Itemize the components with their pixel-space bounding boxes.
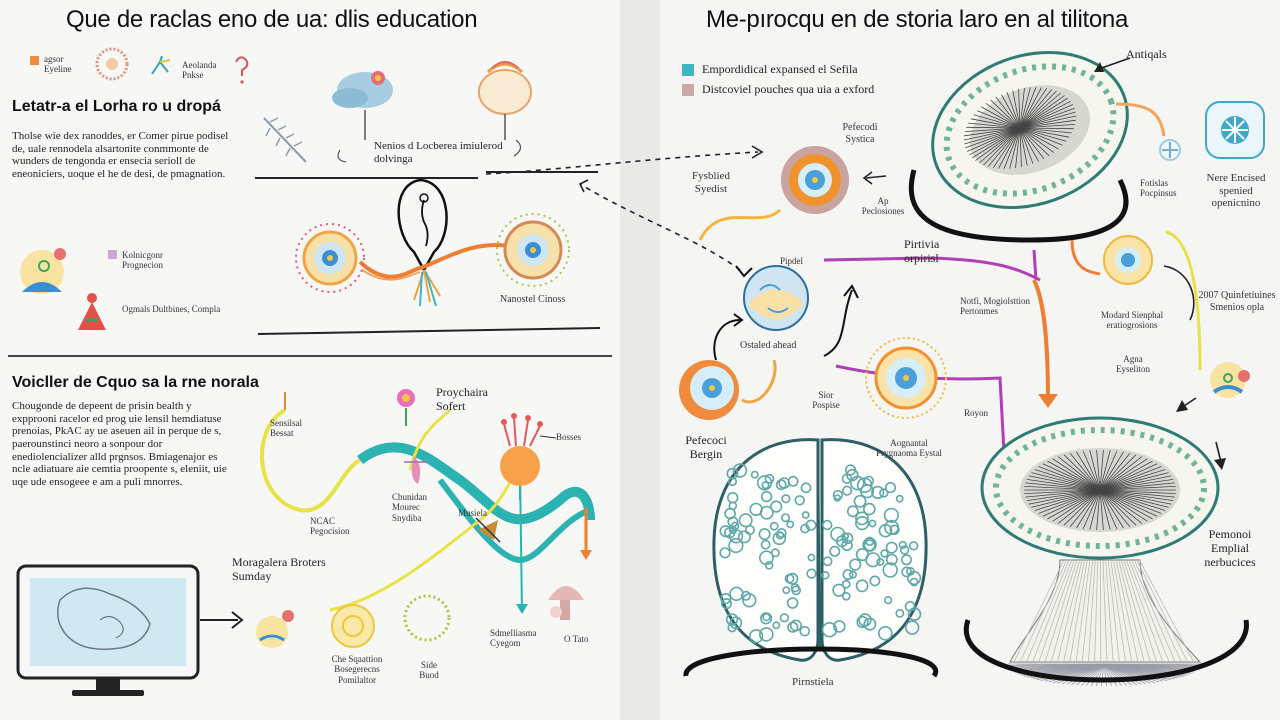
- legend-mauve-swatch: [682, 84, 694, 96]
- sun-cell-icon: [865, 337, 947, 419]
- label-side-buod: Side Buod: [419, 660, 439, 681]
- pipdel-cell-icon: [743, 265, 809, 331]
- legend-mauve-label: Distcoviel pouches qua uia a exford: [702, 82, 875, 96]
- right-cell-icon: [496, 213, 570, 287]
- left-cell-icon: [295, 223, 365, 293]
- center-label-nanostel: Nanostel Cinoss: [500, 294, 566, 305]
- radial-tree-bottom: [980, 416, 1220, 663]
- section1-body: Tholse wie dex ranoddes, er Comer pirue …: [12, 130, 229, 180]
- label-moragalera: Moragalera Broters Sumday: [232, 555, 326, 583]
- flower-icon: [397, 389, 415, 426]
- label-bosses: Bosses: [556, 432, 582, 442]
- teal-connector: [357, 442, 595, 525]
- label-pefecoci: Pefecoci Bergin: [685, 433, 727, 461]
- label-ap-peclosiones: Ap Peclosiones: [861, 196, 905, 217]
- orange-cell-icon: [679, 360, 739, 420]
- label-modard: Modard Sienphal eratiogrosions: [1100, 310, 1164, 331]
- label-pefecodi: Pefecodi Systica: [842, 122, 878, 145]
- orange-square-icon: [30, 56, 39, 65]
- brain-bulb-icon: [478, 61, 532, 140]
- label-sdmelliasma: Sdmelliasma Cyegom: [490, 628, 537, 649]
- legend-aeolanda-label: Aeolanda Pnkse: [182, 60, 217, 81]
- section2-body: Chougonde de depeent de prisin bealth y …: [12, 400, 227, 488]
- cloud-icon: [332, 71, 393, 140]
- seed-pod-icon: [404, 456, 428, 484]
- label-royon: Royon: [964, 408, 989, 418]
- moth-icon: [475, 517, 501, 543]
- dashed-arrow-middle: [579, 183, 741, 271]
- label-che-sqaattion: Che Sqaattion Bosegerecns Pomilaltor: [331, 654, 383, 685]
- sun-leaf-icon: [256, 610, 294, 648]
- label-antiqals: Antiqals: [1126, 47, 1167, 61]
- label-ostaled: Ostaled ahead: [740, 340, 797, 351]
- snowflake-box-icon: [1205, 101, 1265, 159]
- right-title: Me-pırocqu en de storia laro en al tilit…: [706, 6, 1129, 33]
- left-illustration: [8, 47, 612, 696]
- bottom-cell-icon: [331, 604, 375, 648]
- label-sensilsal: Sensilsal Bessat: [270, 418, 303, 439]
- computer-monitor-icon: [16, 564, 200, 696]
- label-ncac: NCAC Pegocision: [310, 516, 350, 537]
- label-musiela: Musiela: [458, 508, 487, 518]
- label-agna: Agna Eyseliton: [1116, 354, 1150, 375]
- label-sior-pospise: Sior Pospise: [812, 390, 840, 411]
- label-aognantal: Aognantal Prygnaoma Eystal: [876, 438, 942, 459]
- dashed-arrow-top: [485, 151, 759, 175]
- legend-agsor-label: agsor Eyeline: [44, 54, 72, 75]
- section2-title: Voicller de Cquo sa la rne norala: [12, 374, 259, 391]
- plant-figure-icon: [78, 293, 106, 330]
- legend-ogmals-label: Ogmals Dultbines, Compla: [122, 304, 221, 314]
- center-label-nenios: Nenios d Locberea imiulerod dolvinga: [374, 140, 503, 165]
- orange-connector: [358, 242, 511, 279]
- panel-gutter: [620, 0, 660, 720]
- yellow-connector: [260, 408, 362, 513]
- dotted-ring-icon: [403, 594, 451, 642]
- label-cbunidan: Cbunidan Mourec Snydiba: [392, 492, 427, 523]
- question-mark-icon: [235, 56, 249, 76]
- label-pirtivia: Pirtivia orpirisl: [904, 237, 940, 265]
- label-pirnstiela: Pirnstiela: [792, 676, 834, 688]
- label-pipdel: Pipdel: [780, 256, 804, 266]
- lilac-square-icon: [108, 250, 117, 259]
- label-2007: 2007 Quinfetiuines Smenios opla: [1198, 290, 1276, 313]
- label-o-tato: O Tato: [564, 634, 589, 644]
- sprouting-bulb-icon: [500, 413, 543, 500]
- label-pemonoi: Pemonoi Emplial nerbucices: [1204, 527, 1256, 569]
- legend-kolnicgonr-label: Kolnicgonr Prognecion: [122, 250, 163, 271]
- legend-teal-label: Empordidical expansed el Sefila: [702, 62, 858, 76]
- feather-icon: [263, 117, 307, 163]
- sun-landscape-icon: [20, 248, 66, 294]
- pefecodi-cell-icon: [781, 146, 849, 214]
- legend-teal-swatch: [682, 64, 694, 76]
- left-title: Que de raclas eno de ua: dlis education: [66, 6, 478, 33]
- balloon-bulb-icon: [397, 178, 448, 307]
- mushroom-icon: [548, 586, 584, 620]
- label-fotislas: Fotislas Pocpinsus: [1140, 178, 1177, 199]
- label-proychaira: Proychaira Sofert: [436, 385, 488, 413]
- snowflake-icon-small: [1159, 139, 1181, 161]
- label-nere: Nere Encised spenied openicnino: [1206, 172, 1266, 210]
- label-fysblied: Fysblied Syedist: [692, 170, 730, 195]
- brain-icon: [712, 438, 928, 662]
- section1-title: Letatr-a el Lorha ro u dropá: [12, 98, 221, 115]
- modard-cell-icon: [1103, 235, 1153, 285]
- sun-wheel-icon: [95, 47, 129, 81]
- agua-sun-icon: [1210, 362, 1250, 398]
- label-notfi: Notfi, Mogiolsttion Pertonmes: [960, 296, 1031, 317]
